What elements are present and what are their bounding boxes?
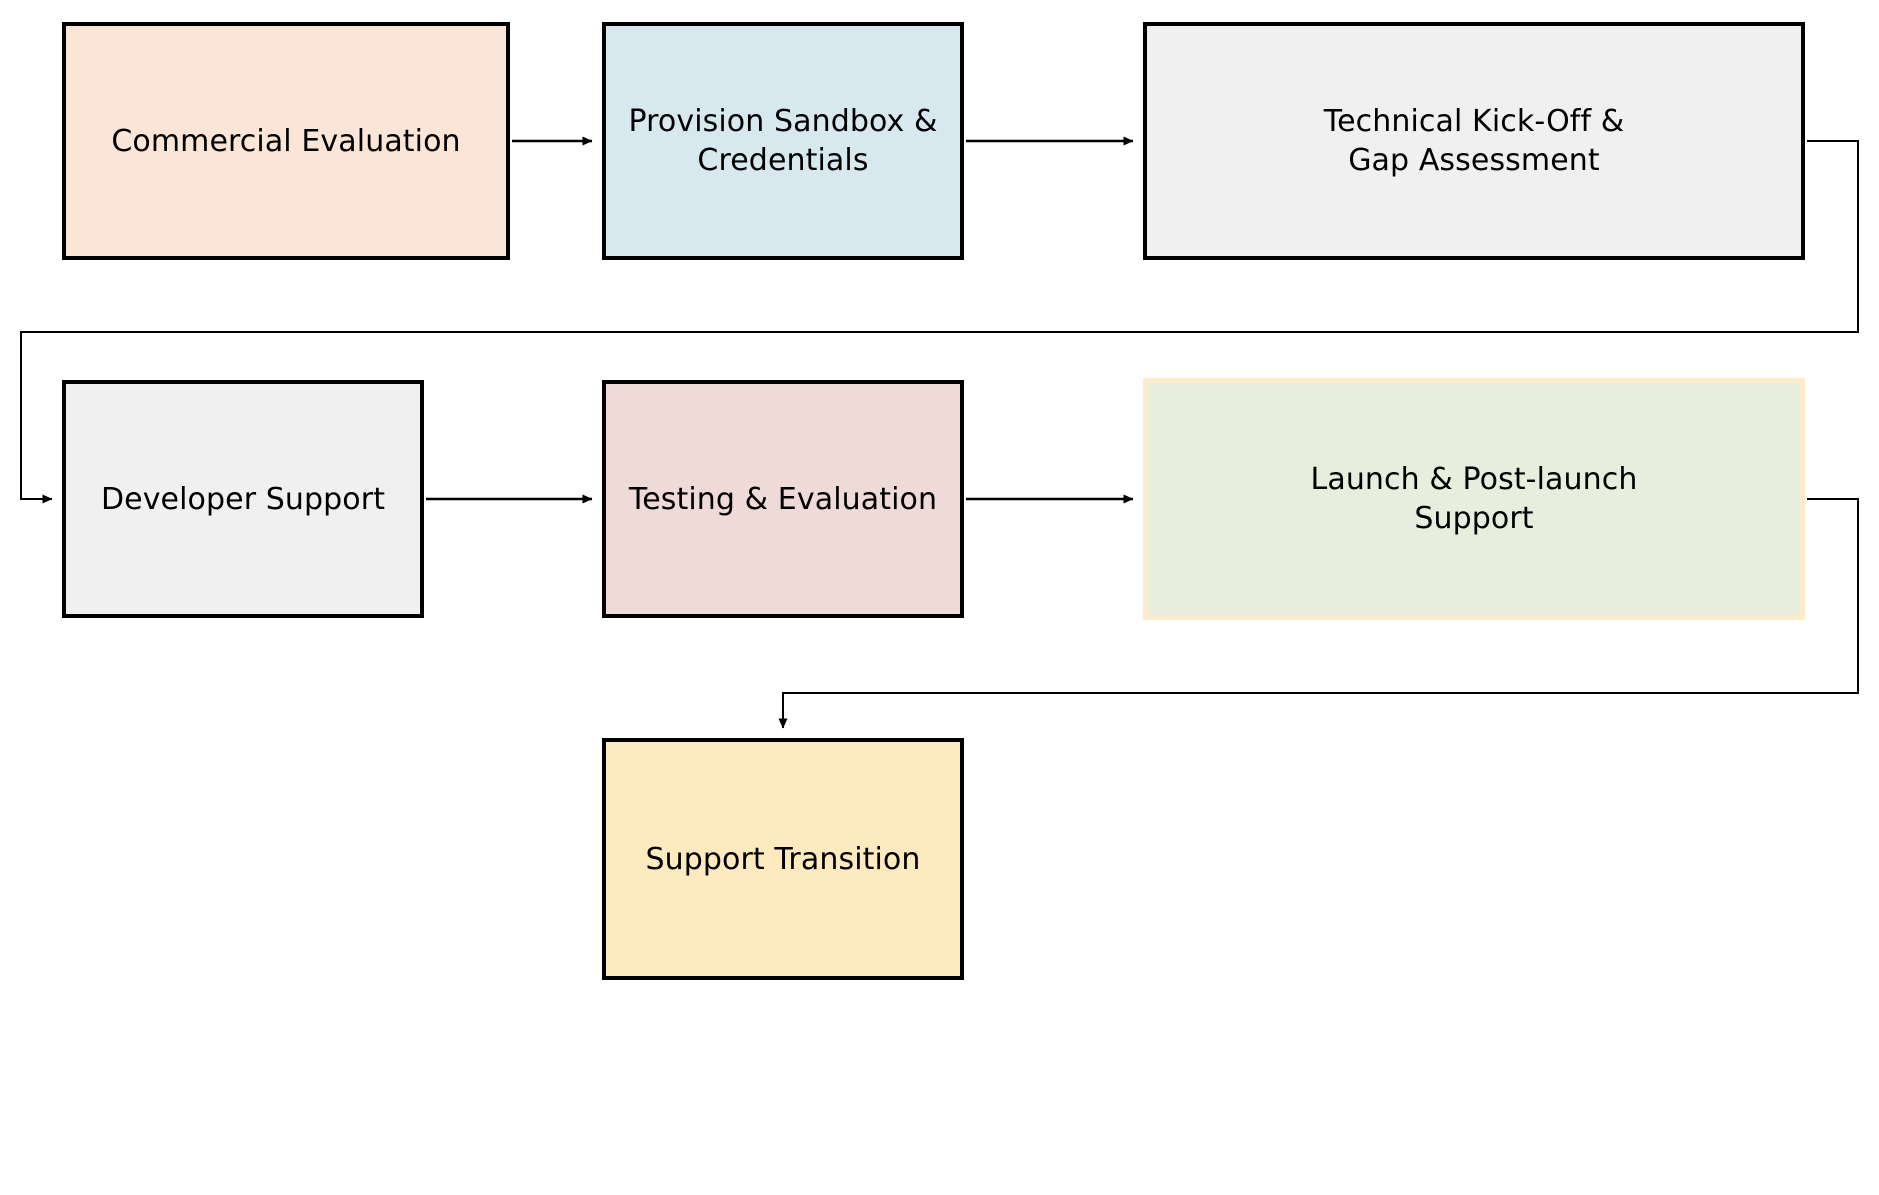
node-label: Commercial Evaluation (111, 123, 461, 159)
node-technical-kickoff-gap-assessment[interactable]: Technical Kick-Off & Gap Assessment (1143, 22, 1805, 260)
node-label: Provision Sandbox & Credentials (628, 104, 938, 178)
node-launch-post-launch-support[interactable]: Launch & Post-launch Support (1143, 378, 1805, 620)
node-commercial-evaluation[interactable]: Commercial Evaluation (62, 22, 510, 260)
node-label: Launch & Post-launch Support (1310, 462, 1638, 536)
node-label: Support Transition (645, 841, 921, 877)
node-label: Testing & Evaluation (628, 481, 938, 517)
node-provision-sandbox-credentials[interactable]: Provision Sandbox & Credentials (602, 22, 964, 260)
node-label: Technical Kick-Off & Gap Assessment (1323, 104, 1625, 178)
node-testing-evaluation[interactable]: Testing & Evaluation (602, 380, 964, 618)
node-developer-support[interactable]: Developer Support (62, 380, 424, 618)
node-support-transition[interactable]: Support Transition (602, 738, 964, 980)
node-label: Developer Support (100, 481, 386, 517)
